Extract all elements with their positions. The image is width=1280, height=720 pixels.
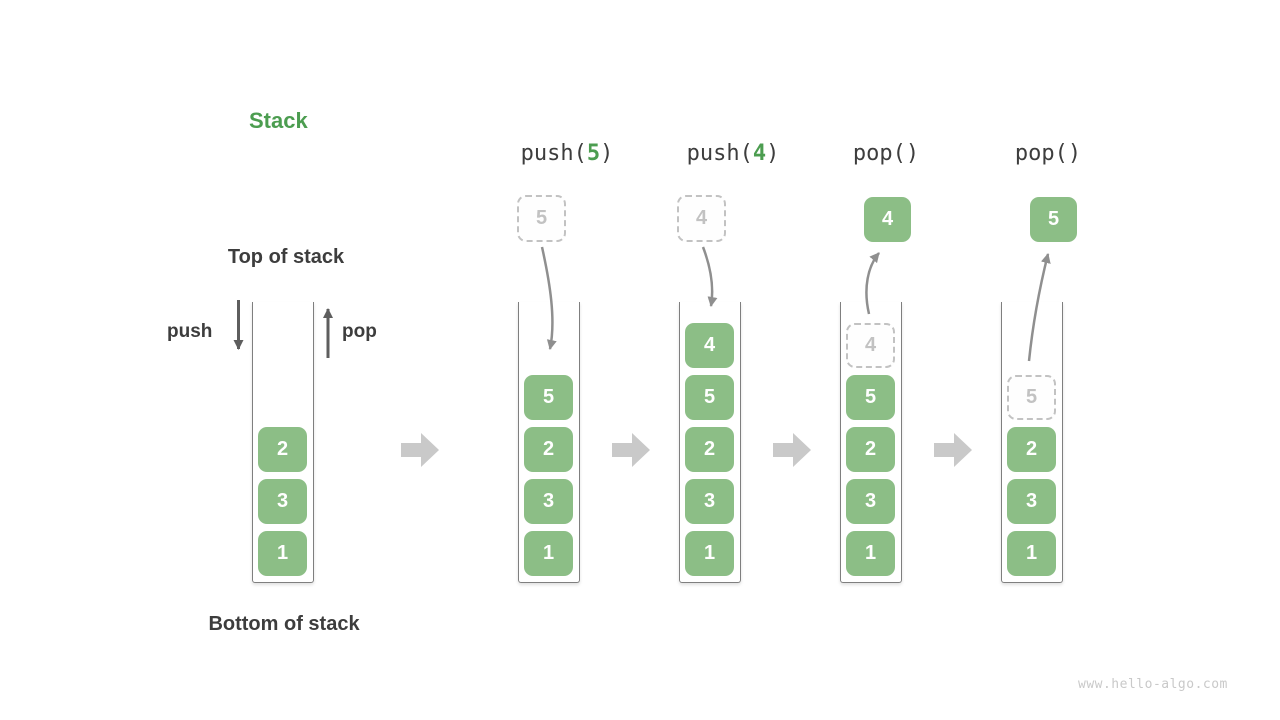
right-arrow-icon <box>773 433 811 467</box>
op-arg: 5 <box>586 141 601 166</box>
stack-cell: 4 <box>685 323 734 368</box>
bottom-of-stack-label: Bottom of stack <box>208 613 360 635</box>
stack-cell: 1 <box>1007 531 1056 576</box>
float-value-box-push-4: 4 <box>677 195 726 242</box>
op-text: push( <box>686 141 753 166</box>
right-arrow-icon <box>934 433 972 467</box>
stack-cell: 5 <box>524 375 573 420</box>
stack-cell: 2 <box>846 427 895 472</box>
stack-cell: 1 <box>524 531 573 576</box>
right-arrow-icon <box>612 433 650 467</box>
stack-after-pop-5: 1 3 2 5 <box>1001 302 1063 583</box>
stack-cell-ghost: 4 <box>846 323 895 368</box>
stack-cell: 3 <box>524 479 573 524</box>
diagram-title: Stack <box>249 108 308 133</box>
push-label: push <box>167 321 213 342</box>
stack-after-push-5: 1 3 2 5 <box>518 302 580 583</box>
stack-cell: 3 <box>258 479 307 524</box>
float-value-box-popped-4: 4 <box>864 197 911 242</box>
operation-label-push-4: push(4) <box>687 141 780 166</box>
right-arrow-icon <box>401 433 439 467</box>
op-text: push( <box>520 141 587 166</box>
stack-cell: 2 <box>685 427 734 472</box>
stack-cell: 3 <box>685 479 734 524</box>
op-text: ) <box>766 141 780 166</box>
stack-cell: 2 <box>524 427 573 472</box>
push-4-arrow-icon <box>701 246 718 307</box>
pop-label: pop <box>342 321 377 342</box>
stack-cell: 2 <box>258 427 307 472</box>
operation-label-pop-2: pop() <box>1015 141 1081 166</box>
stack-cell: 3 <box>1007 479 1056 524</box>
op-text: ) <box>600 141 614 166</box>
stack-cell: 3 <box>846 479 895 524</box>
stack-cell: 2 <box>1007 427 1056 472</box>
top-of-stack-label: Top of stack <box>227 246 345 268</box>
stack-cell: 1 <box>846 531 895 576</box>
stack-after-push-4: 1 3 2 5 4 <box>679 302 741 583</box>
stack-cell-ghost: 5 <box>1007 375 1056 420</box>
operation-label-push-5: push(5) <box>521 141 614 166</box>
stack-cell: 1 <box>258 531 307 576</box>
op-arg: 4 <box>752 141 767 166</box>
operation-label-pop-1: pop() <box>853 141 919 166</box>
float-value-box-popped-5: 5 <box>1030 197 1077 242</box>
stack-cell: 1 <box>685 531 734 576</box>
stack-cell: 5 <box>685 375 734 420</box>
stack-initial: 1 3 2 <box>252 302 314 583</box>
stack-cell: 5 <box>846 375 895 420</box>
op-text: pop() <box>852 141 920 166</box>
stack-after-pop-4: 1 3 2 5 4 <box>840 302 902 583</box>
op-text: pop() <box>1014 141 1082 166</box>
float-value-box-push-5: 5 <box>517 195 566 242</box>
watermark: www.hello-algo.com <box>1078 677 1228 692</box>
